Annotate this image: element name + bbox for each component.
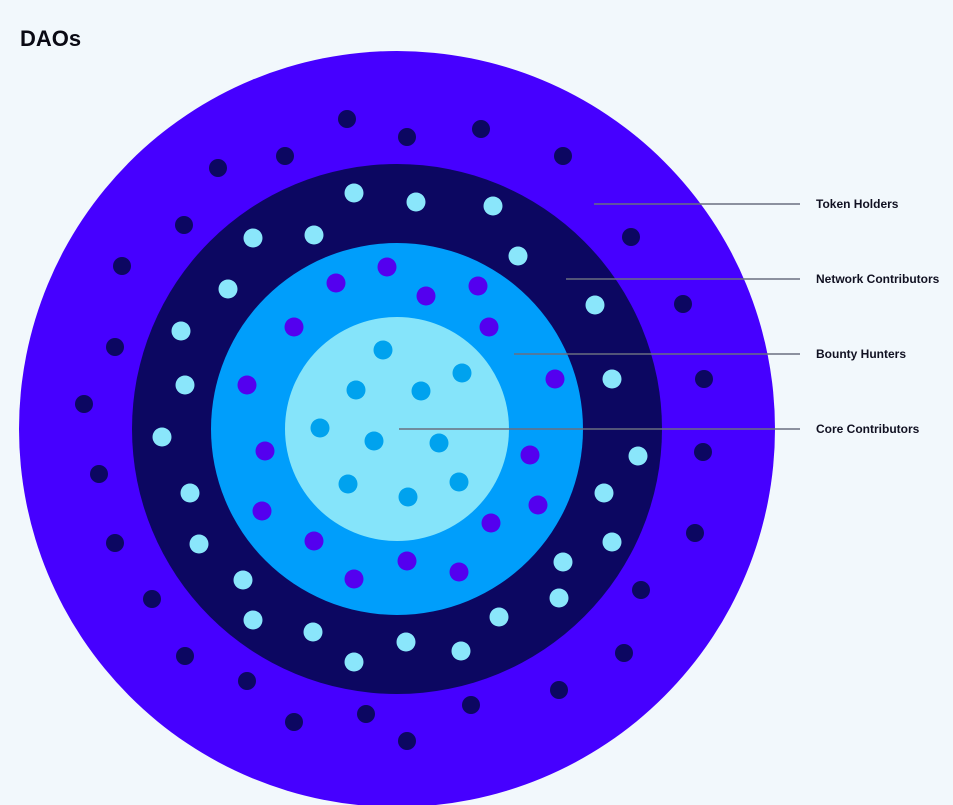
label-bounty-hunters: Bounty Hunters	[816, 347, 906, 361]
dot-bounty-hunters	[304, 531, 324, 551]
dot-network-contributors	[243, 228, 263, 248]
dot-bounty-hunters	[479, 317, 499, 337]
dot-core-contributors	[364, 431, 384, 451]
dot-network-contributors	[594, 483, 614, 503]
label-token-holders: Token Holders	[816, 197, 899, 211]
dot-bounty-hunters	[528, 495, 548, 515]
dot-bounty-hunters	[237, 375, 257, 395]
dot-network-contributors	[489, 607, 509, 627]
dot-network-contributors	[303, 622, 323, 642]
dot-network-contributors	[585, 295, 605, 315]
dot-bounty-hunters	[545, 369, 565, 389]
dot-network-contributors	[553, 552, 573, 572]
dot-bounty-hunters	[397, 551, 417, 571]
dot-network-contributors	[549, 588, 569, 608]
dot-token-holders	[285, 713, 303, 731]
dot-token-holders	[75, 395, 93, 413]
page-title: DAOs	[20, 26, 82, 51]
dot-network-contributors	[304, 225, 324, 245]
dot-network-contributors	[396, 632, 416, 652]
dot-core-contributors	[429, 433, 449, 453]
dot-network-contributors	[483, 196, 503, 216]
dot-token-holders	[554, 147, 572, 165]
dot-core-contributors	[452, 363, 472, 383]
dot-bounty-hunters	[252, 501, 272, 521]
dot-network-contributors	[602, 532, 622, 552]
dot-token-holders	[695, 370, 713, 388]
dot-network-contributors	[344, 652, 364, 672]
dot-network-contributors	[180, 483, 200, 503]
dot-network-contributors	[602, 369, 622, 389]
dot-token-holders	[615, 644, 633, 662]
dot-token-holders	[176, 647, 194, 665]
dot-core-contributors	[310, 418, 330, 438]
dot-network-contributors	[189, 534, 209, 554]
dot-bounty-hunters	[344, 569, 364, 589]
dot-token-holders	[106, 534, 124, 552]
dot-network-contributors	[344, 183, 364, 203]
dot-core-contributors	[338, 474, 358, 494]
label-network-contributors: Network Contributors	[816, 272, 940, 286]
dot-token-holders	[462, 696, 480, 714]
dot-token-holders	[398, 732, 416, 750]
dot-core-contributors	[411, 381, 431, 401]
dot-token-holders	[686, 524, 704, 542]
dot-bounty-hunters	[520, 445, 540, 465]
dot-network-contributors	[171, 321, 191, 341]
dot-network-contributors	[628, 446, 648, 466]
dot-token-holders	[550, 681, 568, 699]
label-core-contributors: Core Contributors	[816, 422, 920, 436]
dot-token-holders	[674, 295, 692, 313]
dot-token-holders	[238, 672, 256, 690]
dot-bounty-hunters	[416, 286, 436, 306]
dot-network-contributors	[406, 192, 426, 212]
dot-network-contributors	[243, 610, 263, 630]
dot-token-holders	[398, 128, 416, 146]
dot-network-contributors	[508, 246, 528, 266]
dot-network-contributors	[152, 427, 172, 447]
dot-bounty-hunters	[377, 257, 397, 277]
dot-network-contributors	[175, 375, 195, 395]
dot-token-holders	[175, 216, 193, 234]
dot-token-holders	[694, 443, 712, 461]
dot-bounty-hunters	[468, 276, 488, 296]
dot-token-holders	[113, 257, 131, 275]
dot-bounty-hunters	[481, 513, 501, 533]
dot-network-contributors	[451, 641, 471, 661]
dot-token-holders	[143, 590, 161, 608]
dot-token-holders	[357, 705, 375, 723]
dot-token-holders	[622, 228, 640, 246]
dot-token-holders	[338, 110, 356, 128]
dot-bounty-hunters	[284, 317, 304, 337]
dot-network-contributors	[233, 570, 253, 590]
dot-core-contributors	[346, 380, 366, 400]
dot-token-holders	[276, 147, 294, 165]
dot-bounty-hunters	[326, 273, 346, 293]
dot-token-holders	[90, 465, 108, 483]
dot-token-holders	[632, 581, 650, 599]
dot-core-contributors	[449, 472, 469, 492]
dot-token-holders	[209, 159, 227, 177]
dot-token-holders	[106, 338, 124, 356]
dot-network-contributors	[218, 279, 238, 299]
dot-bounty-hunters	[255, 441, 275, 461]
dot-core-contributors	[373, 340, 393, 360]
dot-core-contributors	[398, 487, 418, 507]
dot-bounty-hunters	[449, 562, 469, 582]
dot-token-holders	[472, 120, 490, 138]
